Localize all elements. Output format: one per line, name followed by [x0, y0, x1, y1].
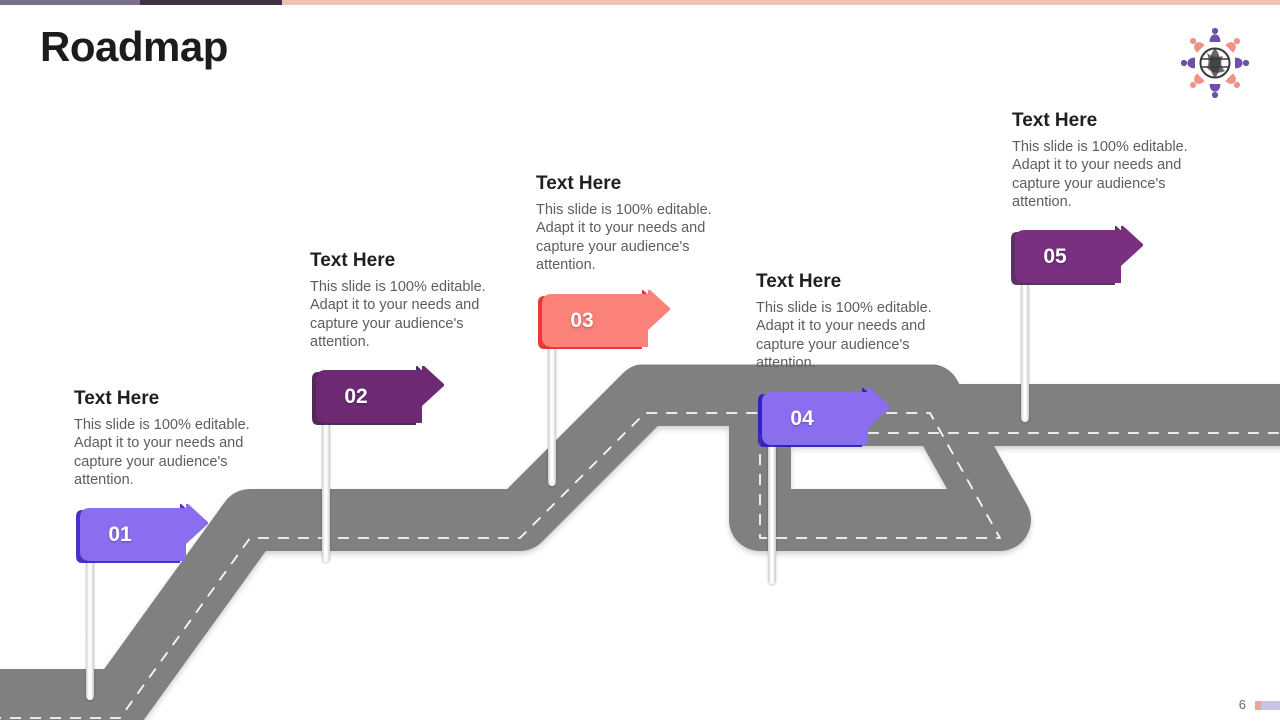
- milestone-02-body: This slide is 100% editable. Adapt it to…: [310, 278, 486, 351]
- page-chip-salmon: [1255, 701, 1261, 710]
- milestone-02-pole: [322, 398, 330, 562]
- milestone-02-flag[interactable]: 02: [304, 364, 445, 428]
- milestone-04-flag[interactable]: 04: [750, 386, 891, 450]
- milestone-05-heading: Text Here: [1012, 110, 1098, 131]
- milestone-03-flag[interactable]: 03: [530, 288, 671, 352]
- accent-segment-right: [282, 0, 1280, 5]
- milestone-02-heading: Text Here: [310, 250, 396, 271]
- milestone-03-text: Text Here This slide is 100% editable. A…: [536, 173, 726, 275]
- milestone-01-heading: Text Here: [74, 388, 160, 409]
- milestone-01-body: This slide is 100% editable. Adapt it to…: [74, 416, 250, 489]
- milestone-05-body: This slide is 100% editable. Adapt it to…: [1012, 138, 1188, 211]
- milestone-03-heading: Text Here: [536, 173, 622, 194]
- milestone-02-text: Text Here This slide is 100% editable. A…: [310, 250, 500, 352]
- milestone-04-heading: Text Here: [756, 271, 842, 292]
- milestone-05-flag[interactable]: 05: [1003, 224, 1144, 288]
- milestone-01-flag[interactable]: 01: [68, 502, 209, 566]
- milestone-03-body: This slide is 100% editable. Adapt it to…: [536, 201, 712, 274]
- milestone-04-pole: [768, 420, 776, 584]
- page-chips: [1255, 701, 1280, 710]
- accent-segment-mid: [140, 0, 282, 5]
- milestone-05-pole: [1021, 258, 1029, 422]
- milestone-05-text: Text Here This slide is 100% editable. A…: [1012, 110, 1202, 212]
- milestone-01-pole: [86, 536, 94, 700]
- milestone-04-body: This slide is 100% editable. Adapt it to…: [756, 299, 932, 372]
- page-chip-lavender: [1261, 701, 1280, 710]
- page-title: Roadmap: [40, 23, 228, 70]
- page-number: 6: [1238, 697, 1246, 712]
- globe-people-logo: [1174, 22, 1256, 104]
- milestone-04-text: Text Here This slide is 100% editable. A…: [756, 271, 946, 373]
- top-accent-bar: [0, 0, 1280, 5]
- accent-segment-left: [0, 0, 140, 5]
- milestone-03-pole: [548, 322, 556, 486]
- milestone-01-text: Text Here This slide is 100% editable. A…: [74, 388, 264, 490]
